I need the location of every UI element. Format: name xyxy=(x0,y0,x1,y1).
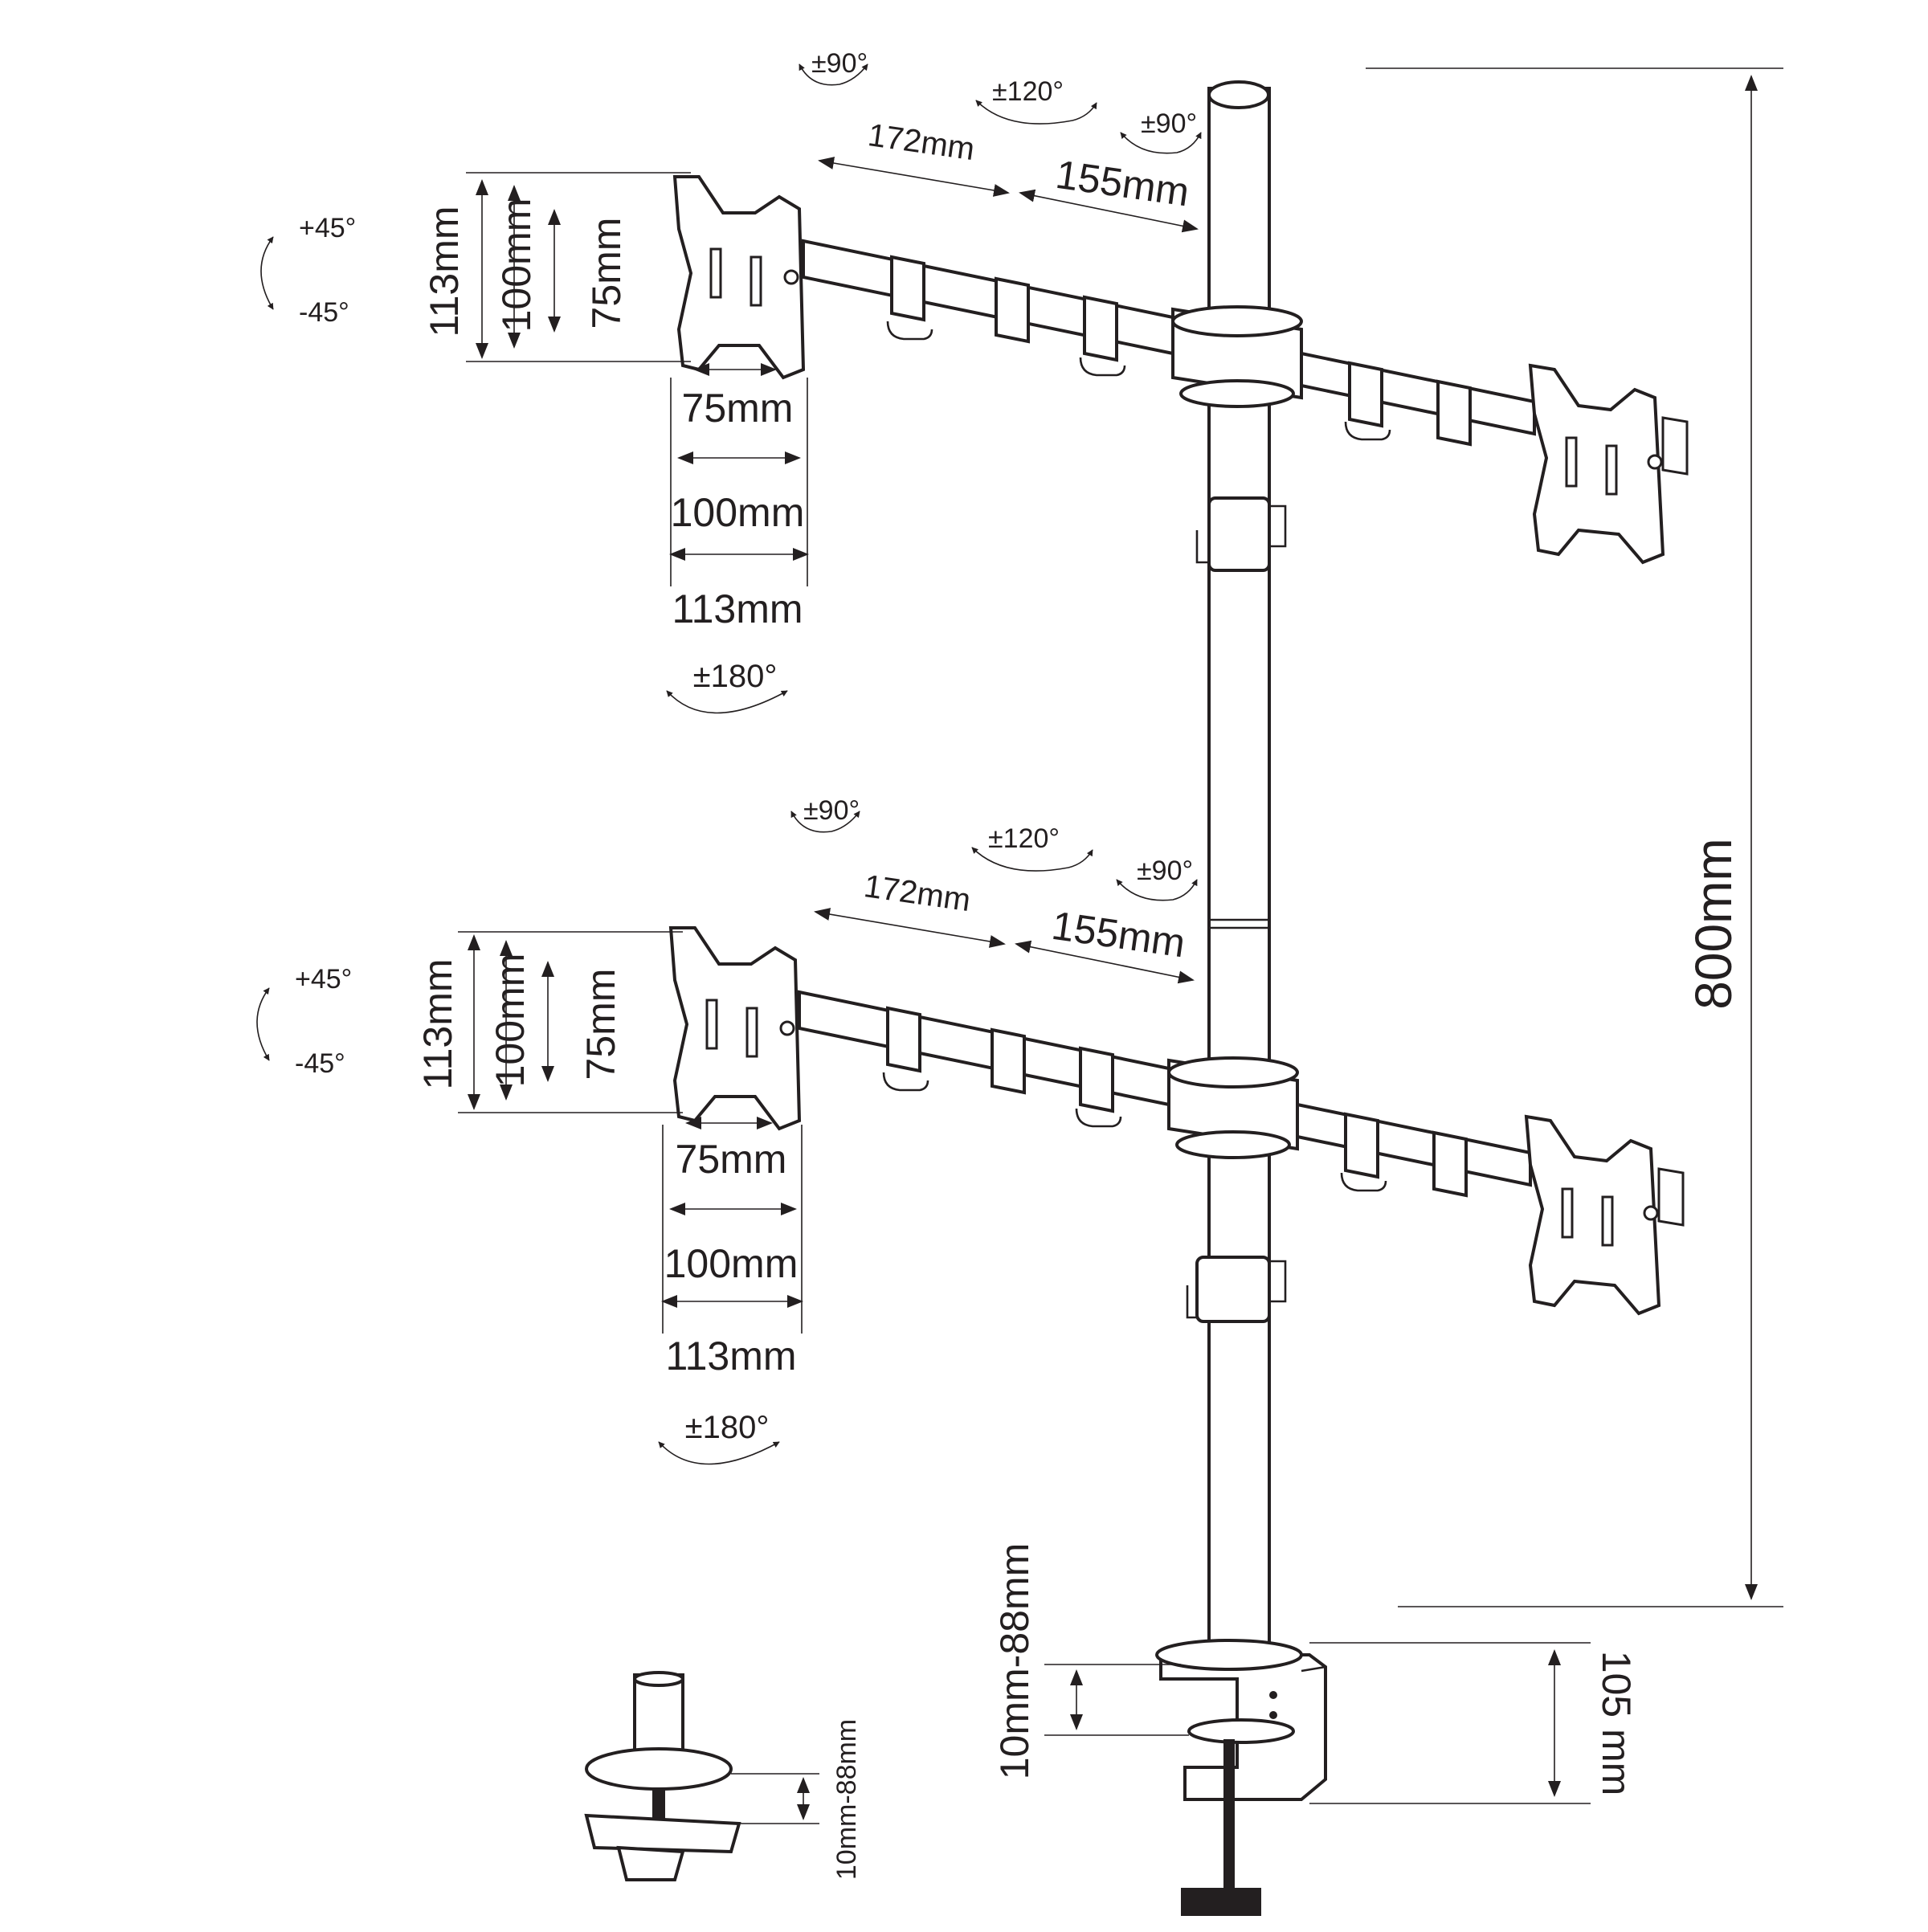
grommet-mount xyxy=(584,1671,741,1881)
lower-arm-segment-label-1: 172mm xyxy=(862,868,973,918)
upper-rotation-label: ±180° xyxy=(693,659,778,694)
upper-vesa-vertical-label-2: 100mm xyxy=(494,198,539,333)
upper-pivot-label-1: ±90° xyxy=(811,48,868,79)
clamp-height-label: 105 mm xyxy=(1594,1651,1639,1796)
lower-arm-segment-label-2: 155mm xyxy=(1049,903,1188,966)
dimension-lines xyxy=(458,67,1783,1824)
lower-rotation-label: ±180° xyxy=(685,1410,770,1445)
lower-vesa-horizontal-label-1: 75mm xyxy=(676,1137,787,1182)
upper-tilt-down-label: -45° xyxy=(299,297,349,328)
upper-arm-assembly xyxy=(672,175,1689,565)
rotation-arrows xyxy=(256,63,1202,1465)
upper-vesa-vertical-label-3: 75mm xyxy=(584,218,629,329)
upper-vesa-horizontal-label-2: 100mm xyxy=(671,490,805,535)
grommet-thickness-label: 10mm-88mm xyxy=(831,1719,862,1880)
lower-pivot-label-3: ±90° xyxy=(1137,856,1193,886)
upper-vesa-vertical-label-1: 113mm xyxy=(422,206,467,337)
lower-vesa-horizontal-label-3: 113mm xyxy=(665,1334,796,1379)
upper-tilt-up-label: +45° xyxy=(299,213,356,243)
lower-vesa-horizontal-label-2: 100mm xyxy=(664,1241,799,1286)
lower-vesa-vertical-label-2: 100mm xyxy=(488,954,533,1088)
upper-pivot-label-3: ±90° xyxy=(1141,108,1197,139)
upper-arm-segment-label-1: 172mm xyxy=(866,117,977,167)
lower-vesa-vertical-label-1: 113mm xyxy=(415,958,460,1089)
upper-vesa-horizontal-label-3: 113mm xyxy=(672,586,803,631)
total-height-label: 800mm xyxy=(1685,838,1742,1009)
lower-tilt-down-label: -45° xyxy=(295,1048,345,1079)
lower-pivot-label-2: ±120° xyxy=(988,823,1060,854)
upper-pivot-label-2: ±120° xyxy=(992,76,1064,107)
clamp-thickness-label: 10mm-88mm xyxy=(992,1543,1037,1779)
upper-arm-segment-label-2: 155mm xyxy=(1053,152,1192,215)
desk-clamp xyxy=(1155,1639,1327,1916)
lower-tilt-up-label: +45° xyxy=(295,964,352,995)
lower-pivot-label-1: ±90° xyxy=(803,795,860,826)
upper-vesa-horizontal-label-1: 75mm xyxy=(682,386,794,431)
lower-vesa-vertical-label-3: 75mm xyxy=(578,969,623,1080)
lower-arm-assembly xyxy=(668,926,1685,1316)
